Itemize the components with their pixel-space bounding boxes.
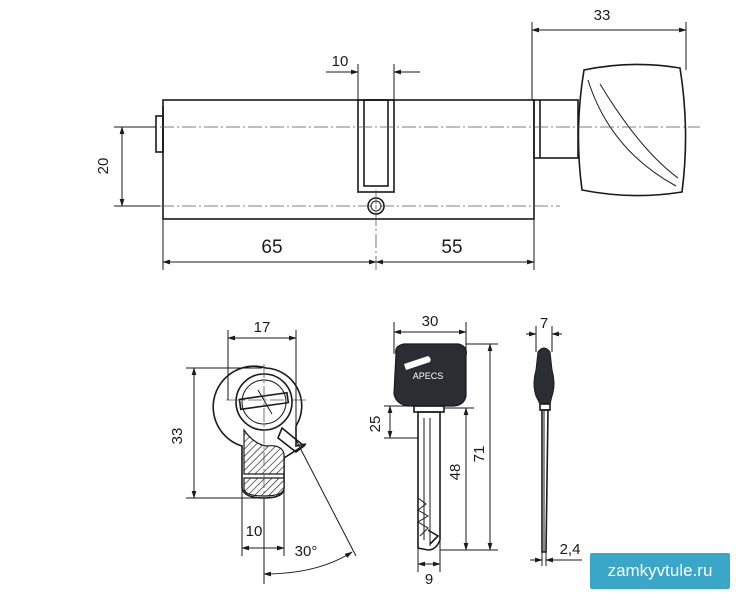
dim-length-right: 55 <box>441 237 462 258</box>
cylinder-end-cap <box>155 115 164 153</box>
dim-key-thickness: 7 <box>540 315 548 332</box>
knob <box>577 63 687 197</box>
profile-outline <box>212 365 307 499</box>
dim-cam-width: 10 <box>332 53 349 70</box>
cam-slot-inner <box>363 99 389 187</box>
cylinder-top-view: 33 10 20 65 55 <box>95 7 700 270</box>
key-brand-label: APECS <box>413 371 444 381</box>
dim-length-left: 65 <box>261 237 282 258</box>
key-blade <box>417 411 441 551</box>
dim-key-total-length: 71 <box>471 446 488 463</box>
dim-angle: 30° <box>295 543 318 560</box>
dim-profile-bottom: 10 <box>246 523 263 540</box>
key-side-blade <box>541 409 549 553</box>
dim-profile-height: 33 <box>169 428 186 445</box>
key-front-view: APECS 30 25 48 71 9 <box>367 313 498 588</box>
site-watermark[interactable]: zamkyvtule.ru <box>590 553 730 589</box>
dim-knob-width: 33 <box>594 7 611 24</box>
dim-key-blade-length: 48 <box>447 464 464 481</box>
cylinder-profile-view: 17 33 10 30° <box>169 319 357 584</box>
dim-height: 20 <box>95 158 112 175</box>
cylinder-body <box>162 99 535 220</box>
cam-lever <box>277 426 306 454</box>
dim-key-head-width: 30 <box>422 313 439 330</box>
key-side-head <box>533 347 555 405</box>
dim-key-blade-thickness: 2,4 <box>560 541 581 558</box>
dim-profile-width: 17 <box>254 319 271 336</box>
key-head <box>393 343 467 407</box>
dim-key-head-height: 25 <box>367 416 384 433</box>
dim-key-blade-width: 9 <box>425 571 433 588</box>
key-side-view: 7 2,4 <box>526 315 582 566</box>
